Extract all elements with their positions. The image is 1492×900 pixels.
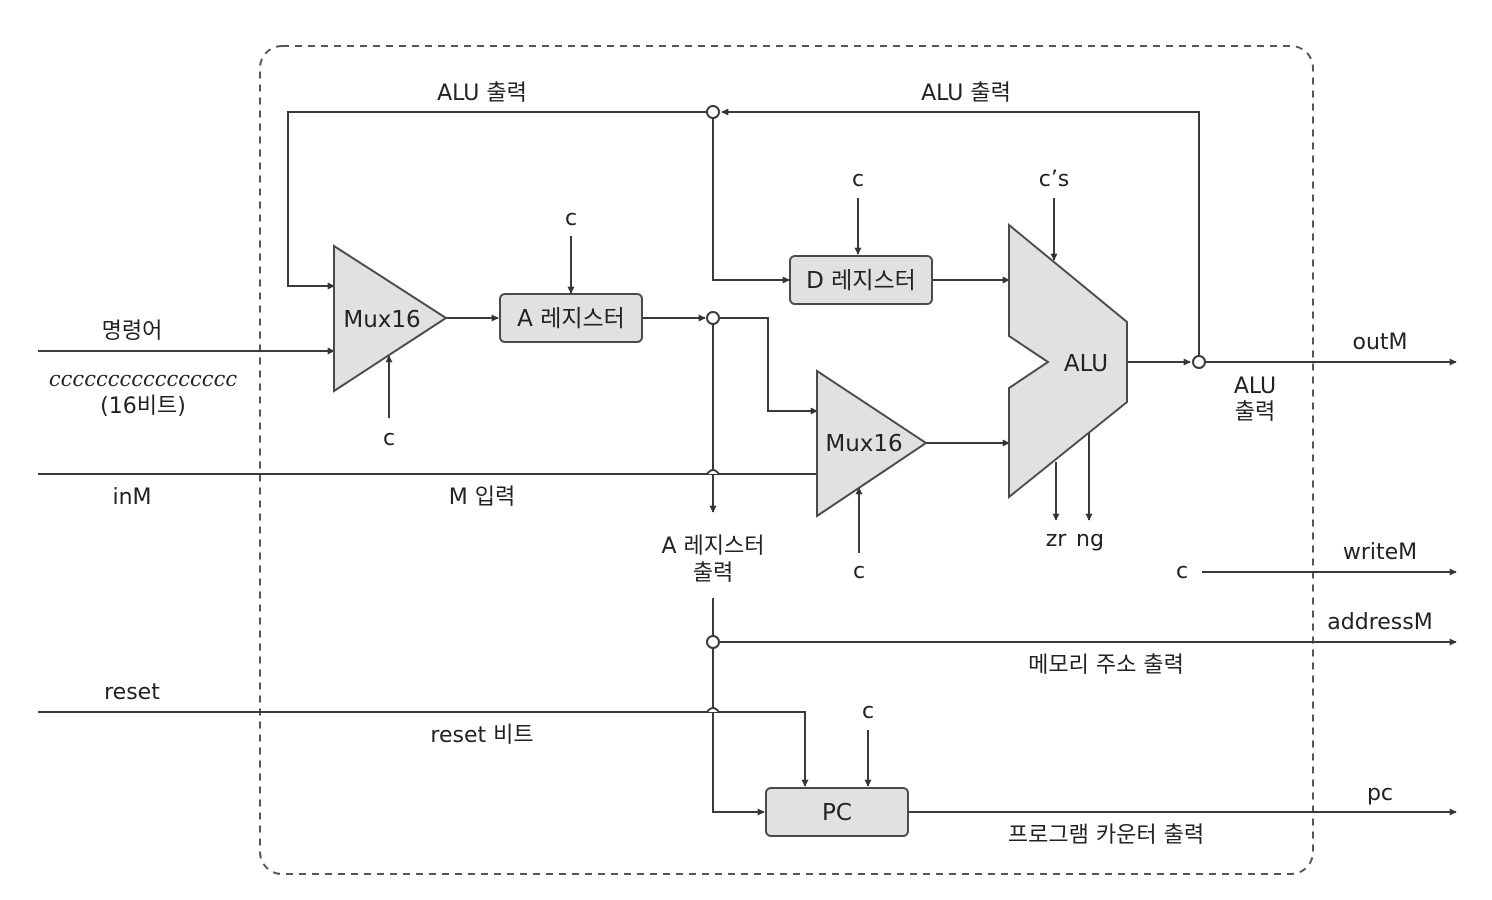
instruction-width-label: (16비트): [100, 394, 186, 419]
dreg-control-label: c: [852, 167, 864, 192]
alu-output-label-right: ALU 출력: [921, 81, 1011, 106]
program-counter: PC: [765, 787, 909, 837]
pc-output-name-label: pc: [1367, 781, 1393, 806]
alu: ALU: [1008, 222, 1128, 500]
instruction-label: 명령어: [102, 319, 163, 344]
program-counter-output-label: 프로그램 카운터 출력: [1008, 823, 1204, 848]
a-register: A 레지스터: [499, 293, 643, 343]
alu-feedback-node: [706, 105, 720, 119]
memory-address-output-label: 메모리 주소 출력: [1028, 653, 1184, 678]
alu-control-label: c’s: [1039, 167, 1070, 192]
reset-label: reset: [104, 680, 160, 705]
mux1-control-label: c: [383, 426, 395, 451]
mux16-2-label: Mux16: [825, 431, 902, 457]
writeM-label: writeM: [1343, 540, 1417, 565]
alu-out-node: [1192, 355, 1206, 369]
areg-to-mux2-wire: [719, 317, 818, 415]
alu-to-mux1-wire: [287, 111, 706, 290]
m-input-label: M 입력: [449, 485, 515, 510]
crossing-hop-inM: [706, 469, 720, 475]
pc-control-label: c: [862, 699, 874, 724]
areg-output-label-1: A 레지스터: [661, 534, 764, 559]
alu-output-label-side-2: 출력: [1235, 400, 1275, 425]
zr-label: zr: [1046, 527, 1068, 552]
mux16-1-label: Mux16: [343, 307, 420, 333]
mux16-2: Mux16: [816, 369, 928, 518]
cpu-boundary: [259, 45, 1314, 875]
d-register-label: D 레지스터: [806, 268, 916, 294]
alu-output-label-left: ALU 출력: [437, 81, 527, 106]
d-register: D 레지스터: [789, 255, 933, 305]
areg-to-pc-wire: [712, 648, 765, 816]
addressM-label: addressM: [1327, 610, 1432, 635]
alu-feedback-wire: [721, 108, 1200, 362]
inM-label: inM: [112, 485, 151, 510]
instruction-bits-label: cccccccccccccccc: [49, 367, 237, 391]
reset-wire: [38, 711, 809, 787]
alu-output-label-side-1: ALU: [1234, 374, 1276, 399]
mux2-control-label: c: [853, 559, 865, 584]
alu-label: ALU: [1064, 351, 1108, 377]
mux16-1: Mux16: [333, 244, 448, 393]
alu-to-dreg-wire: [712, 118, 790, 284]
crossing-hop-reset: [706, 707, 720, 713]
areg-control-label: c: [565, 206, 577, 231]
address-node: [706, 635, 720, 649]
a-register-label: A 레지스터: [517, 306, 625, 332]
ng-label: ng: [1076, 527, 1104, 552]
areg-out-node: [706, 311, 720, 325]
outM-label: outM: [1352, 330, 1407, 355]
writeM-control-label: c: [1176, 559, 1188, 584]
areg-output-label-2: 출력: [693, 561, 733, 586]
pc-label: PC: [822, 800, 852, 826]
reset-bit-label: reset 비트: [430, 723, 533, 748]
